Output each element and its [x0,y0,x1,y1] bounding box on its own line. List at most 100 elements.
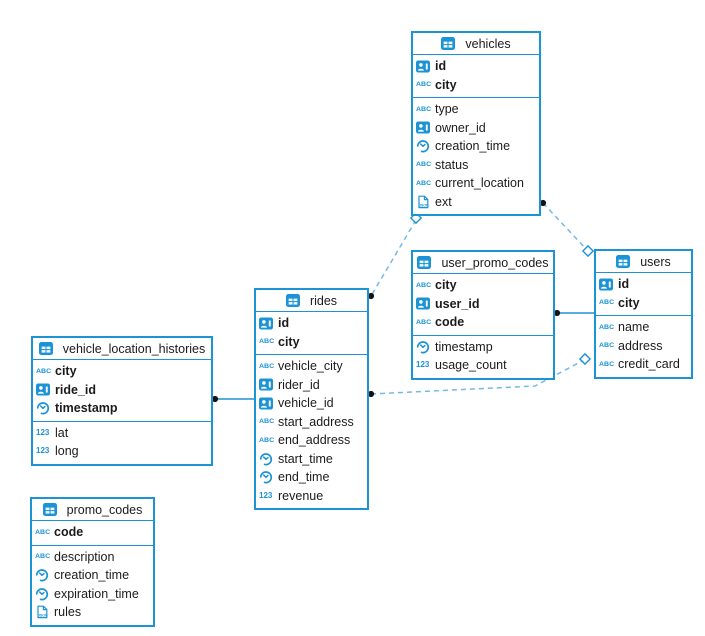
column-name: ride_id [55,382,96,397]
text-type-icon: ABC [416,81,432,89]
many-side-dot-marker [367,390,375,398]
column-name: credit_card [618,357,680,371]
columns-section: ABC vehicle_city rider_id vehicle_id ABC… [256,354,367,508]
table-header: user_promo_codes [413,252,553,274]
table-title: rides [309,293,338,308]
primary-key-section: ABC city ride_id timestamp [33,360,211,421]
columns-section: 123 lat 123 long [33,420,211,464]
table-header: promo_codes [32,499,153,521]
column-name: ext [435,194,452,209]
column-name: vehicle_city [278,359,343,373]
column-name: description [54,549,115,564]
table-promo_codes[interactable]: promo_codes ABC code ABC description cre… [30,497,155,627]
column-row: ABC city [36,362,208,381]
table-users[interactable]: users id ABC city ABC name ABC address A… [594,249,693,379]
column-name: creation_time [435,139,511,153]
column-name: long [55,444,79,458]
clock-type-icon [416,139,435,153]
text-type-icon: ABC [416,179,432,187]
relationship-line-rides-to-vehicles [370,219,417,297]
column-name: end_address [278,433,351,447]
one-side-diamond-marker [578,352,592,366]
column-name: code [54,525,84,539]
column-name: owner_id [435,120,486,135]
column-row: end_time [259,468,364,487]
table-vehicles[interactable]: vehicles id ABC city ABC type owner_id c… [411,31,541,216]
column-name: timestamp [435,339,493,354]
column-name: current_location [435,176,524,190]
text-type-icon: ABC [599,299,615,307]
column-name: status [435,157,469,172]
primary-key-section: ABC city user_id ABC code [413,274,553,335]
svg-text:JSON: JSON [419,203,429,207]
column-row: ABC code [35,523,150,542]
column-row: id [259,314,364,333]
table-title: promo_codes [66,502,143,517]
table-title: users [640,254,671,269]
column-row: ABC end_address [259,431,364,450]
column-row: rider_id [259,376,364,395]
column-name: city [618,295,640,310]
table-user_promo_codes[interactable]: user_promo_codes ABC city user_id ABC co… [411,250,555,380]
column-name: id [435,59,447,73]
primary-key-section: id ABC city [596,273,691,315]
column-name: user_id [435,296,480,311]
table-rides[interactable]: rides id ABC city ABC vehicle_city rider… [254,288,369,510]
table-title: user_promo_codes [441,255,549,270]
column-name: lat [55,425,69,440]
column-name: expiration_time [54,586,139,601]
column-row: ABC status [416,156,536,175]
column-row: id [416,57,536,76]
primary-key-section: id ABC city [413,55,539,97]
column-name: code [435,315,465,329]
column-name: timestamp [55,401,118,415]
clock-type-icon [36,401,55,415]
column-row: ABC current_location [416,174,536,193]
columns-section: ABC name ABC address ABC credit_card [596,315,691,377]
column-row: JSON rules [35,603,150,622]
column-name: revenue [278,488,324,503]
many-side-dot-marker [539,199,547,207]
column-row: timestamp [416,338,550,357]
text-type-icon: ABC [259,362,275,370]
text-type-icon: ABC [599,342,615,350]
column-name: vehicle_id [278,396,334,410]
column-row: ABC code [416,313,550,332]
column-name: id [618,277,630,291]
person-badge-type-icon [259,397,278,410]
person-badge-type-icon [416,60,435,73]
person-badge-type-icon [599,278,618,291]
table-grid-icon [42,503,62,516]
text-type-icon: ABC [416,281,432,289]
column-name: name [618,320,650,334]
column-row: 123 lat [36,424,208,443]
column-name: city [435,278,457,292]
text-type-icon: ABC [416,161,432,169]
column-row: ABC city [599,294,688,313]
one-side-diamond-marker [581,244,595,258]
table-vehicle_location_histories[interactable]: vehicle_location_histories ABC city ride… [31,336,213,466]
number-type-icon: 123 [36,427,50,437]
columns-section: ABC type owner_id creation_time ABC stat… [413,97,539,214]
column-row: 123 revenue [259,487,364,506]
primary-key-section: id ABC city [256,312,367,354]
clock-type-icon [35,587,54,601]
text-type-icon: ABC [35,528,51,536]
column-row: id [599,275,688,294]
column-row: ABC city [416,76,536,95]
text-type-icon: ABC [599,323,615,331]
column-row: ABC start_address [259,413,364,432]
column-row: 123 usage_count [416,356,550,375]
column-row: creation_time [35,566,150,585]
text-type-icon: ABC [35,553,51,561]
clock-type-icon [259,452,278,466]
column-name: city [435,77,457,92]
clock-type-icon [259,470,278,484]
column-row: ABC name [599,318,688,337]
column-row: vehicle_id [259,394,364,413]
column-name: rider_id [278,377,320,392]
text-type-icon: ABC [36,367,52,375]
table-grid-icon [417,256,436,269]
